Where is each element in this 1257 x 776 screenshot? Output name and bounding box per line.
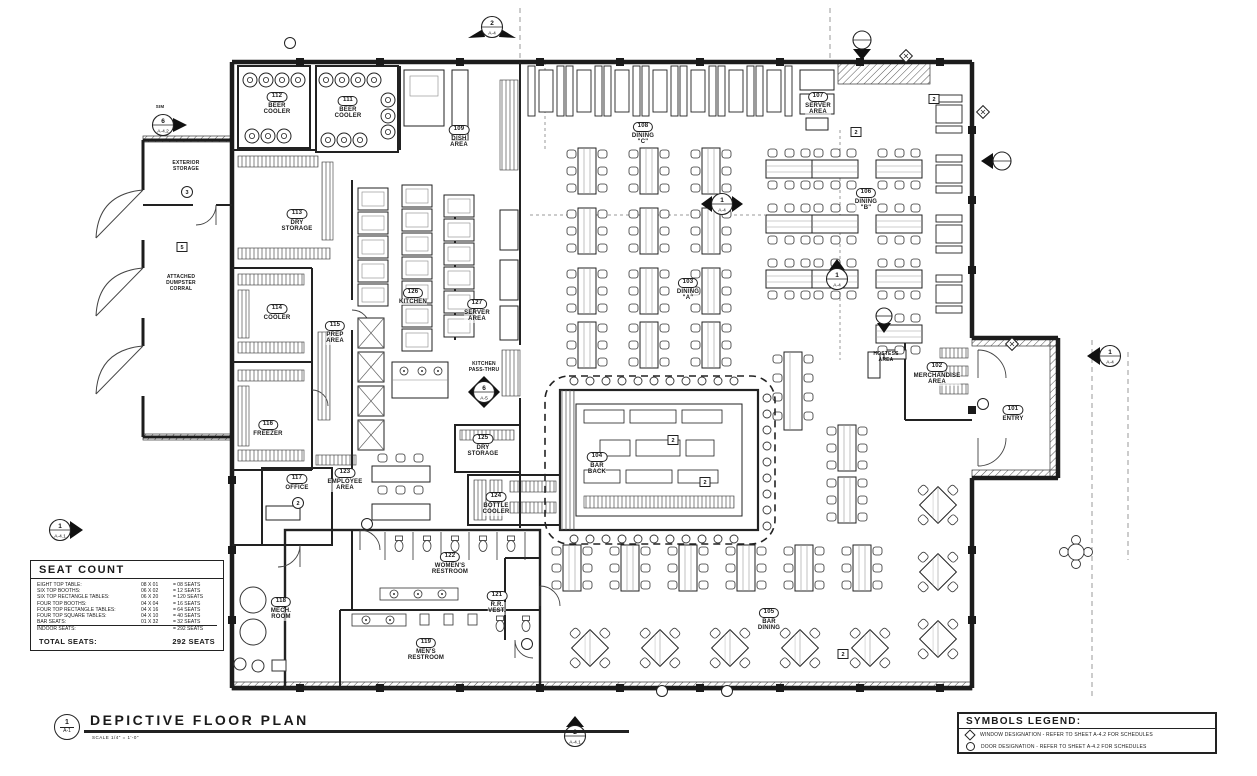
eight-top-table (772, 351, 814, 431)
detail-marker-sim: 6 A-4.2 (151, 113, 187, 137)
svg-text:2: 2 (671, 438, 674, 444)
section-markers: 2 A-4 6 A-4.2 6 A-5 1 A-4 1 A-4 1 A-4 (48, 15, 1122, 748)
detail-reference-icon: 1 A-1 (54, 714, 80, 740)
svg-text:A-4: A-4 (718, 208, 726, 214)
section-marker-top: 2 A-4 (468, 15, 516, 39)
support-room-fixtures (233, 453, 531, 673)
svg-text:2: 2 (854, 130, 857, 136)
marker-hostess (875, 307, 893, 333)
seat-count-row: FOUR TOP BOOTHS:04 X 04= 16 SEATS (37, 600, 201, 607)
seat-count-row: FOUR TOP SQUARE TABLES:04 X 10= 40 SEATS (37, 613, 201, 620)
svg-text:2: 2 (703, 480, 706, 486)
svg-text:A-4.2: A-4.2 (157, 129, 169, 135)
legend-item-door: DOOR DESIGNATION - REFER TO SHEET A-4.2 … (959, 740, 1215, 752)
section-marker-left: 1 A-4.1 (48, 518, 83, 542)
marker-top-right (852, 30, 872, 60)
seat-count-table: SEAT COUNT EIGHT TOP TABLE:08 X 01= 08 S… (30, 560, 224, 651)
svg-text:1: 1 (720, 197, 724, 204)
seat-count-row: EIGHT TOP TABLE:08 X 01= 08 SEATS (37, 582, 201, 588)
svg-text:1: 1 (58, 523, 62, 530)
svg-text:1: 1 (1108, 349, 1112, 356)
bar-area (544, 375, 776, 545)
marker-right-upper (981, 151, 1012, 171)
title-underline (84, 730, 629, 733)
kitchen-equipment (357, 69, 519, 451)
svg-text:2: 2 (490, 20, 494, 27)
elevation-marker-dining-c: 1 A-4 (701, 192, 743, 216)
dining-furniture (527, 65, 1093, 683)
svg-text:6: 6 (482, 385, 486, 392)
symbols-legend-title: SYMBOLS LEGEND: (959, 714, 1215, 729)
svg-text:A-4: A-4 (1106, 360, 1114, 366)
svg-text:A-5: A-5 (480, 396, 488, 402)
svg-text:1: 1 (835, 272, 839, 279)
sim-note: SIM (155, 104, 165, 109)
seat-count-total: TOTAL SEATS:292 SEATS (39, 636, 215, 646)
section-marker-right: 1 A-4 (1087, 344, 1122, 368)
hostess-area-label: HOSTESS AREA (873, 351, 899, 363)
seat-count-title: SEAT COUNT (31, 561, 223, 579)
svg-text:A-4.1: A-4.1 (54, 534, 66, 540)
dumpster-corral-label: ATTACHED DUMPSTER CORRAL (166, 274, 196, 292)
svg-text:A-4: A-4 (488, 31, 496, 37)
svg-text:3: 3 (185, 190, 188, 196)
keynote-squares: 2 2 2 2 5 2 (176, 94, 940, 659)
svg-text:2: 2 (296, 501, 299, 507)
door-tag-2: 2 (292, 497, 304, 509)
designation-tags: 3 2 (181, 37, 1019, 697)
door-tag-3: 3 (181, 186, 193, 198)
svg-text:5: 5 (180, 245, 183, 251)
svg-text:6: 6 (161, 118, 165, 125)
drawing-scale: SCALE 1/4" = 1'-0" (92, 735, 139, 740)
symbols-legend: SYMBOLS LEGEND: WINDOW DESIGNATION - REF… (957, 712, 1217, 754)
right-wall-booths (935, 94, 963, 314)
seat-count-row-indoor: INDOOR SEATS:= 292 SEATS (37, 626, 204, 633)
elevation-marker-dining-b: 1 A-4 (825, 259, 849, 291)
svg-text:2: 2 (841, 652, 844, 658)
svg-text:A-4: A-4 (833, 283, 841, 289)
kitchen-pass-thru-label: KITCHEN PASS-THRU (468, 361, 500, 373)
svg-text:2: 2 (573, 729, 577, 736)
window-designation-icon (964, 729, 976, 741)
svg-text:A-4.1: A-4.1 (569, 740, 581, 746)
svg-text:2: 2 (932, 97, 935, 103)
pass-thru-marker: 6 A-5 (468, 376, 500, 408)
seat-count-rows: EIGHT TOP TABLE:08 X 01= 08 SEATS SIX TO… (31, 579, 223, 634)
seat-count-row-bar-seats: BAR SEATS:01 X 32= 32 SEATS (37, 619, 217, 627)
seat-count-row: FOUR TOP RECTANGLE TABLES:04 X 16= 64 SE… (37, 606, 201, 613)
seat-count-row: SIX TOP RECTANGLE TABLES:06 X 20= 120 SE… (37, 594, 204, 601)
door-designation-icon (966, 742, 975, 751)
seat-count-row: SIX TOP BOOTHS:06 X 02= 12 SEATS (37, 588, 201, 595)
drawing-title: DEPICTIVE FLOOR PLAN (90, 712, 309, 728)
legend-item-window: WINDOW DESIGNATION - REFER TO SHEET A-4.… (959, 729, 1215, 741)
exterior-storage-label: EXTERIOR STORAGE (172, 160, 200, 172)
